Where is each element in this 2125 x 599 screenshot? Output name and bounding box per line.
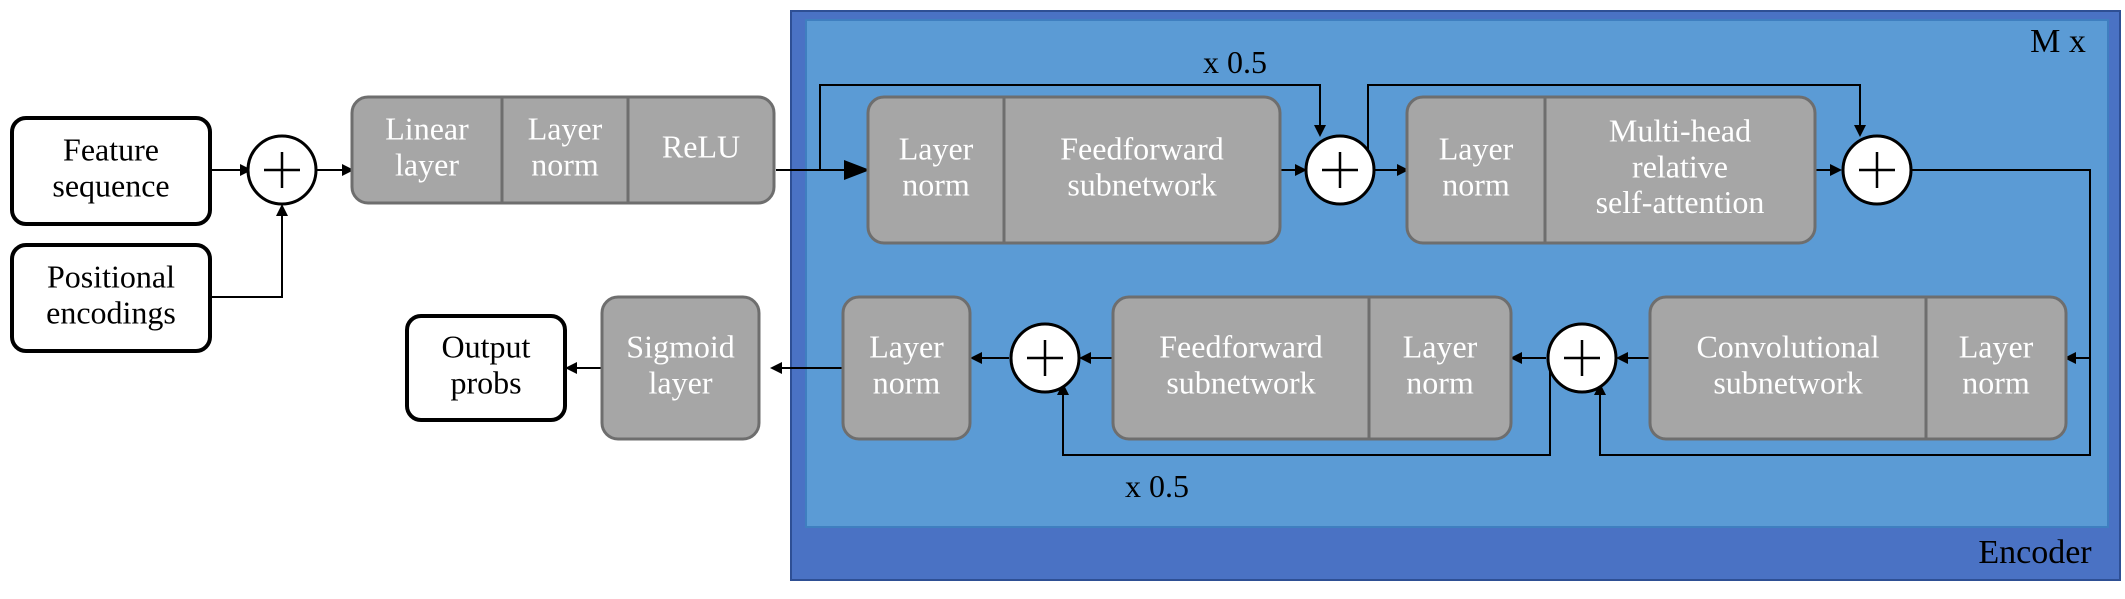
residual-adder-3-plus-icon	[1564, 340, 1600, 376]
ff1-layer-norm-cell-text-1: Layer	[899, 130, 974, 166]
residual-top-1-line	[819, 84, 1326, 170]
ff1-subnetwork-cell-text-1: Feedforward	[1060, 130, 1223, 166]
ff2-block	[1111, 295, 1513, 441]
feature-sequence-box	[10, 116, 212, 226]
feature-sequence-box-text-1: Feature	[63, 131, 159, 167]
residual-adder-2-plus-icon	[1859, 152, 1895, 188]
linear-layer-cell-text-1: Linear	[385, 110, 469, 146]
positional-encodings-box-text-2: encodings	[46, 294, 176, 330]
conv-subnetwork-cell-text-2: subnetwork	[1713, 364, 1862, 400]
output-probs-box-text-2: probs	[450, 364, 521, 400]
relu-cell-text-1: ReLU	[662, 128, 740, 164]
positional-encodings-box	[10, 243, 212, 353]
encoder-name-label: Encoder	[1978, 534, 2092, 571]
final-layer-norm-cell-text-2: norm	[873, 364, 941, 400]
residual-bottom-2-line	[1057, 358, 1551, 456]
output-probs-box	[405, 314, 567, 422]
ff1-layer-norm-cell-text-2: norm	[902, 166, 970, 202]
ff1-subnetwork-cell-text-2: subnetwork	[1067, 166, 1216, 202]
input-adder-plus-icon	[264, 152, 300, 188]
sigmoid-block	[600, 295, 761, 441]
mhsa-block	[1405, 95, 1817, 245]
posenc-to-adder-line	[210, 204, 288, 298]
output-probs-box-text-1: Output	[442, 328, 531, 364]
sigmoid-layer-cell-text-2: layer	[649, 364, 713, 400]
residual-adder-1-plus-icon	[1322, 152, 1358, 188]
ff1-block	[866, 95, 1282, 245]
linear-layer-cell-text-2: layer	[395, 146, 459, 182]
adder2-to-conv-line	[1912, 169, 2091, 364]
conv-subnetwork-cell-text-1: Convolutional	[1696, 328, 1879, 364]
ff2-subnetwork-cell-text-2: subnetwork	[1166, 364, 1315, 400]
conv-layer-norm-cell-text-2: norm	[1962, 364, 2030, 400]
ff2-subnetwork-cell-text-1: Feedforward	[1159, 328, 1322, 364]
mhsa-cell-text-2: relative	[1632, 148, 1728, 184]
mhsa-cell-text-1: Multi-head	[1609, 113, 1751, 149]
residual-bottom-1-line	[1594, 358, 2091, 456]
conv-layer-norm-cell-text-1: Layer	[1959, 328, 2034, 364]
top-scale-label: x 0.5	[1203, 44, 1267, 80]
bottom-scale-label: x 0.5	[1125, 468, 1189, 504]
final-layer-norm-cell-text-1: Layer	[869, 328, 944, 364]
mhsa-layer-norm-cell-text-1: Layer	[1439, 130, 1514, 166]
conv-block	[1648, 295, 2068, 441]
residual-adder-4-plus-icon	[1027, 340, 1063, 376]
final-layer-norm-block	[841, 295, 972, 441]
feature-sequence-box-text-2: sequence	[52, 167, 169, 203]
mhsa-layer-norm-cell-text-2: norm	[1442, 166, 1510, 202]
frontend-layer-norm-cell-text-1: Layer	[528, 110, 603, 146]
residual-top-2-line	[1367, 84, 1866, 170]
frontend-layer-norm-cell-text-2: norm	[531, 146, 599, 182]
ff2-layer-norm-cell-text-1: Layer	[1403, 328, 1478, 364]
sigmoid-layer-cell-text-1: Sigmoid	[626, 328, 734, 364]
ff2-layer-norm-cell-text-2: norm	[1406, 364, 1474, 400]
encoder-repeat-label: M x	[2030, 23, 2086, 60]
positional-encodings-box-text-1: Positional	[47, 258, 175, 294]
frontend-block	[350, 95, 776, 205]
mhsa-cell-text-3: self-attention	[1596, 184, 1765, 220]
